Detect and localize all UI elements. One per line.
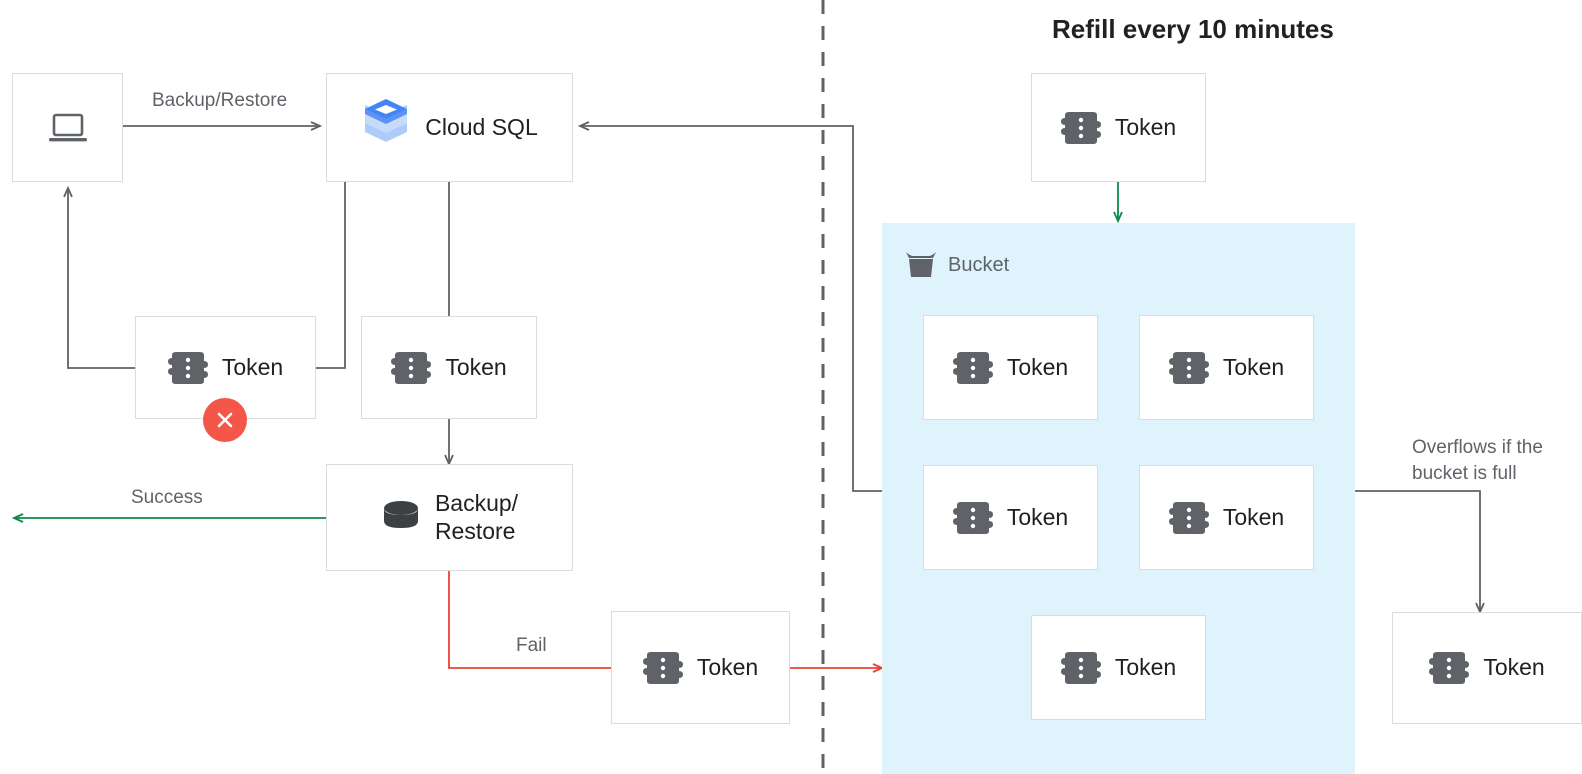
backup-restore-label: Backup/ Restore [434,490,519,544]
client-node[interactable] [12,73,123,182]
bucket-token-4-label: Token [1222,503,1285,530]
token-accepted-label: Token [445,353,507,380]
token-fail-node[interactable]: Token [611,611,790,724]
token-accepted-node[interactable]: Token [361,316,537,419]
token-overflow-node[interactable]: Token [1392,612,1582,724]
edge-label-overflow: Overflows if the bucket is full [1412,437,1543,484]
token-icon [1060,111,1101,144]
edge-token-rejected-to-client [68,188,135,369]
edge-cloudsql-to-token-rejected [316,181,346,369]
token-icon [391,351,432,384]
token-refill-label: Token [1114,113,1177,140]
edge-bucket-overflow [1355,490,1480,612]
status-badge-error [203,398,247,442]
token-icon [1429,652,1470,684]
bucket-token-3-label: Token [1006,503,1069,530]
bucket-token-3[interactable]: Token [923,465,1098,570]
bucket-header: Bucket [904,247,1009,284]
bucket-label: Bucket [948,254,1010,276]
bucket-token-5-label: Token [1114,653,1177,680]
edge-label-backup-restore: Backup/Restore [152,90,288,111]
backup-restore-node[interactable]: Backup/ Restore [326,464,573,571]
bucket-token-5[interactable]: Token [1031,615,1206,720]
bucket-token-4[interactable]: Token [1139,465,1314,570]
bucket-token-1[interactable]: Token [923,315,1098,420]
token-icon [642,651,683,684]
token-fail-label: Token [696,653,759,680]
token-icon [1168,501,1209,534]
edge-label-success: Success [131,487,203,508]
token-icon [952,501,993,534]
token-icon [1060,651,1101,684]
token-icon [952,351,993,384]
laptop-icon [47,111,89,145]
page-title: Refill every 10 minutes [1052,14,1334,44]
token-icon [1168,351,1209,384]
token-icon [167,351,208,384]
database-icon [381,497,421,538]
cloud-sql-node[interactable]: Cloud SQL [326,73,573,182]
token-rejected-node[interactable]: Token [135,316,316,419]
cloud-sql-icon [361,98,411,157]
edge-label-fail: Fail [516,635,547,656]
close-icon [217,412,233,428]
bucket-token-1-label: Token [1006,353,1069,380]
bucket-token-2-label: Token [1222,353,1285,380]
cloud-sql-label: Cloud SQL [425,113,538,140]
bucket-token-2[interactable]: Token [1139,315,1314,420]
edge-bucket-to-cloudsql [580,126,882,492]
bucket-icon [904,247,938,284]
token-overflow-label: Token [1483,654,1545,681]
token-rejected-label: Token [221,353,284,380]
token-refill-node[interactable]: Token [1031,73,1206,182]
